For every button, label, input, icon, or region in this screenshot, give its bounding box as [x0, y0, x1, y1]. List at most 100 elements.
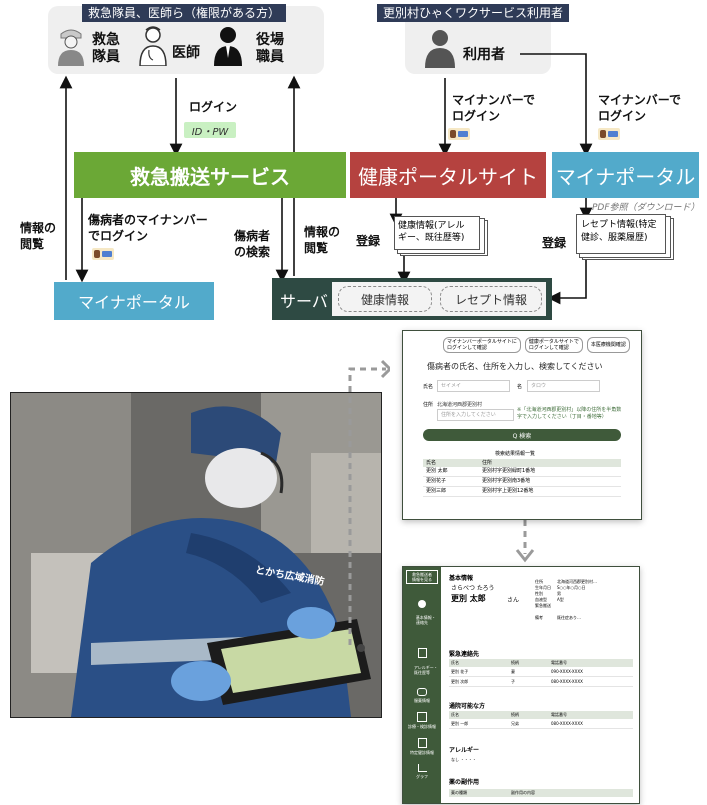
office-worker-icon [212, 24, 244, 66]
sidebar-item-allergy[interactable]: アレルギー・ 既往歴等 [403, 638, 441, 680]
graph-icon [417, 764, 427, 772]
search-heading: 傷病者の氏名、住所を入力し、検索してください [427, 362, 603, 371]
row-name: 更別三郎 [426, 488, 447, 494]
table-row[interactable]: 更別 太郎 更別村字更別緑町1番地 [423, 467, 621, 477]
row-address: 更別村字上更別12番地 [482, 488, 534, 494]
id-pw-text: ID・PW [191, 126, 229, 138]
myna-portal-top-box: マイナポータル [552, 152, 699, 198]
role-user: 利用者 [463, 47, 505, 63]
tab-myna[interactable]: マイナンバーポータルサイトに ログインして確認 [443, 337, 521, 353]
user-panel-title: 更別村ひゃくワクサービス利用者 [377, 4, 570, 22]
ems-photo: とかち広域消防 [10, 392, 382, 718]
sidebar-item-graph[interactable]: グラフ [403, 764, 441, 780]
section-doctor-title: 通院可能な方 [449, 703, 486, 710]
id-pw-badge: ID・PW [184, 122, 236, 138]
mynumber-login-1: マイナンバーで ログイン [452, 93, 536, 123]
mynumber-login-2: マイナンバーで ログイン [598, 93, 682, 123]
row-address: 更別村字更別緑町1番地 [482, 468, 536, 474]
doc-icon [417, 738, 427, 748]
table-row: 更別 花子 妻 090-XXXX-XXXX [449, 667, 633, 677]
sidebar-item-checkup[interactable]: 特定健診情報 [403, 738, 441, 756]
section-emergency-title: 緊急連絡先 [449, 651, 480, 658]
info-view-left: 情報の 閲覧 [20, 221, 57, 251]
tab-health[interactable]: 健康ポータルサイトで ログインして確認 [524, 337, 583, 353]
row-name: 更別花子 [426, 478, 447, 484]
server-receipt-slot: レセプト情報 [440, 286, 542, 312]
patient-name: 更別 太郎 [451, 594, 486, 603]
result-header: 氏名 住所 [423, 459, 621, 467]
name-input[interactable]: セイメイ [437, 380, 510, 392]
server-inner [332, 282, 546, 316]
address-label: 住所 [423, 402, 434, 408]
address-prefix: 北海道河西郡更別村 [437, 402, 483, 408]
ems-photo-drawing [11, 393, 381, 717]
section-allergy-title: アレルギー [449, 747, 480, 754]
address-input[interactable]: 住所を入力してください [437, 409, 514, 421]
role-office: 役場 職員 [256, 32, 284, 65]
health-doc: 健康情報(アレル ギー、既往歴等) [394, 216, 480, 250]
mynumber-card-icon [598, 128, 620, 140]
mynumber-card-icon [448, 128, 470, 140]
tab-facility[interactable]: 本医療機関確認 [586, 337, 630, 353]
result-table: 氏名 住所 更別 太郎 更別村字更別緑町1番地 更別花子 更別村字更別南3番地 … [423, 459, 621, 497]
table-row: 更別 一郎 兄弟 080-XXXX-XXXX [449, 719, 633, 729]
info-view-mid: 情報の 閲覧 [304, 225, 341, 255]
rescue-worker-icon [56, 26, 86, 66]
emergency-table: 氏名 続柄 電話番号 更別 花子 妻 090-XXXX-XXXX 更別 次郎 子… [449, 659, 633, 687]
search-button-label: Q 検索 [512, 432, 532, 440]
patient-san: さん [507, 597, 520, 604]
user-icon [424, 28, 456, 68]
login-label: ログイン [189, 100, 238, 114]
sidebar-item-basic[interactable]: 基本情報・ 連絡先 [403, 590, 441, 630]
sidebar-top[interactable]: 救急搬送者 情報を見る [406, 570, 438, 584]
server-health-text: 健康情報 [360, 292, 409, 307]
server-box: サーバ 健康情報 レセプト情報 [272, 278, 552, 320]
table-row: 更別 次郎 子 080-XXXX-XXXX [449, 677, 633, 687]
address-note: ※「北海道河西郡更別村」以降の住所を半角数字で入力してください（丁目・番地等） [517, 407, 622, 420]
server-health-slot: 健康情報 [338, 286, 432, 312]
allergy-value: なし ・・・・ [451, 757, 477, 762]
table-row[interactable]: 更別花子 更別村字更別南3番地 [423, 477, 621, 487]
health-portal-box: 健康ポータルサイト [350, 152, 546, 198]
search-tabs: マイナンバーポータルサイトに ログインして確認 健康ポータルサイトで ログインし… [443, 337, 630, 353]
pill-icon [417, 688, 427, 696]
dashed-connector-2 [515, 520, 535, 563]
col-address: 住所 [482, 460, 493, 466]
section-meds-title: 薬の副作用 [449, 779, 480, 786]
pdf-label: PDF参照（ダウンロード） [592, 203, 700, 213]
doctor-icon [138, 24, 168, 66]
search-button[interactable]: Q 検索 [423, 429, 621, 441]
result-list-title: 検索結果情報一覧 [495, 451, 536, 457]
register-label-2: 登録 [542, 236, 567, 250]
staff-panel-title: 救急隊員、医師ら（権限がある方） [82, 4, 287, 22]
myna-portal-bottom-box: マイナポータル [54, 282, 214, 320]
detail-sidebar: 救急搬送者 情報を見る 基本情報・ 連絡先 アレルギー・ 既往歴等 服薬情報 診… [403, 567, 441, 803]
col-name: 氏名 [426, 460, 437, 466]
sidebar-item-meds[interactable]: 服薬情報 [403, 688, 441, 704]
emergency-service-box: 救急搬送サービス [74, 152, 346, 198]
section-basic-title: 基本情報 [449, 575, 474, 582]
row-name: 更別 太郎 [426, 468, 448, 474]
search-screen: マイナンバーポータルサイトに ログインして確認 健康ポータルサイトで ログインし… [402, 330, 642, 520]
patient-search-label: 傷病者 の検索 [234, 229, 271, 259]
row-address: 更別村字更別南3番地 [482, 478, 531, 484]
mynumber-card-icon [92, 248, 114, 260]
detail-screen: 救急搬送者 情報を見る 基本情報・ 連絡先 アレルギー・ 既往歴等 服薬情報 診… [402, 566, 640, 804]
table-row[interactable]: 更別三郎 更別村字上更別12番地 [423, 487, 621, 497]
sidebar-item-exam[interactable]: 診療・検診情報 [403, 712, 441, 730]
receipt-doc: レセプト情報(特定 健診、服薬履歴) [576, 214, 666, 254]
health-doc-stack: 健康情報(アレル ギー、既往歴等) [394, 216, 490, 256]
person-icon [418, 600, 426, 608]
role-rescue: 救急 隊員 [92, 32, 120, 65]
role-doctor: 医師 [172, 45, 200, 61]
name-label-2: 名 [517, 384, 523, 390]
meds-table-header: 薬の種類 副作用の内容 [449, 789, 633, 797]
flow-arrows [59, 53, 593, 305]
given-name-input[interactable]: タロウ [527, 380, 600, 392]
register-label-1: 登録 [356, 234, 381, 248]
note-icon [417, 648, 427, 658]
patient-kana: さらべつ たろう [451, 585, 495, 592]
server-label: サーバ [280, 292, 328, 311]
name-label: 氏名 [423, 384, 434, 390]
